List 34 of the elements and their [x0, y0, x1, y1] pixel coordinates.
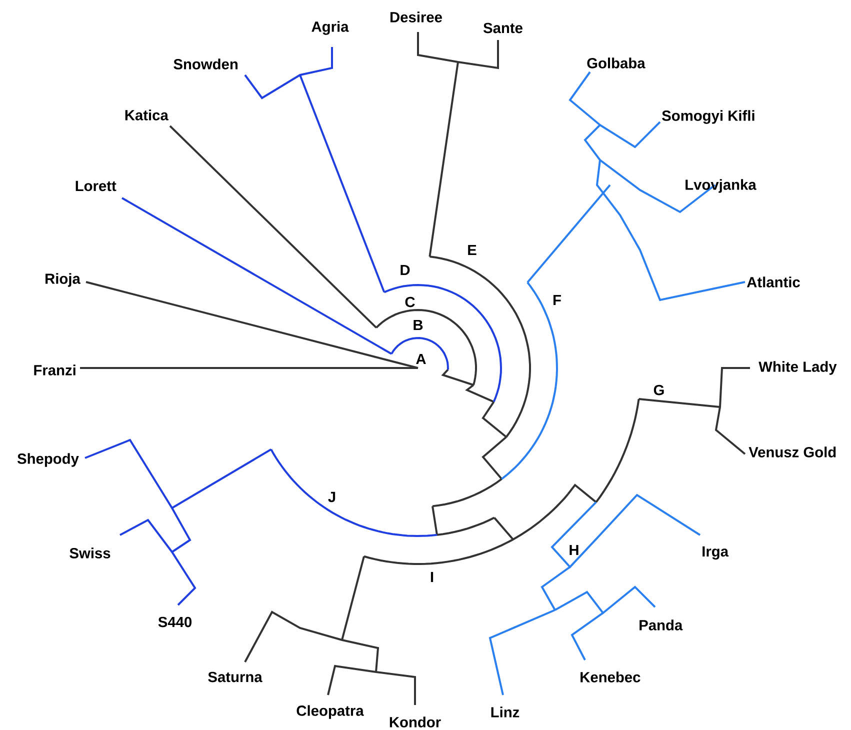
- leaf-label: Panda: [640, 620, 683, 630]
- leaf-label: Kenebec: [580, 672, 640, 682]
- leaf-label: Desiree: [390, 12, 442, 22]
- clade-label: G: [654, 384, 664, 396]
- leaf-label: Irga: [702, 546, 729, 560]
- clade-label: H: [570, 544, 578, 556]
- leaf-label: Linz: [491, 706, 520, 718]
- leaf-label: Somogyi Kifli: [662, 110, 754, 124]
- leaf-label: Shepody: [17, 453, 79, 467]
- clade-label: B: [414, 320, 423, 330]
- clade-label: E: [468, 244, 476, 256]
- leaf-label: Snowden: [174, 58, 238, 70]
- leaf-label: Sante: [483, 22, 522, 34]
- leaf-label: Cleopatra: [296, 705, 364, 719]
- leaf-label: Swiss: [70, 548, 110, 558]
- leaf-label: Golbaba: [587, 58, 646, 68]
- leaf-label: S440: [158, 616, 192, 628]
- clade-label: D: [400, 264, 410, 276]
- clade-label: A: [416, 354, 426, 364]
- clade-label: C: [405, 296, 415, 308]
- leaf-label: White Lady: [758, 361, 837, 375]
- leaf-label: Rioja: [46, 273, 80, 287]
- leaf-label: Saturna: [208, 672, 262, 682]
- clade-label: I: [430, 572, 434, 582]
- clade-label: F: [554, 294, 561, 306]
- clade-label: J: [328, 492, 336, 502]
- leaf-label: Venusz Gold: [748, 446, 836, 458]
- leaf-label: Franzi: [34, 364, 76, 376]
- leaf-label: Kondor: [390, 716, 441, 728]
- leaf-label: Lorett: [76, 180, 116, 192]
- leaf-label: Agria: [312, 21, 349, 35]
- leaf-label: Lvovjanka: [686, 179, 756, 193]
- leaf-label: Katica: [125, 110, 168, 120]
- leaf-label: Atlantic: [746, 276, 800, 288]
